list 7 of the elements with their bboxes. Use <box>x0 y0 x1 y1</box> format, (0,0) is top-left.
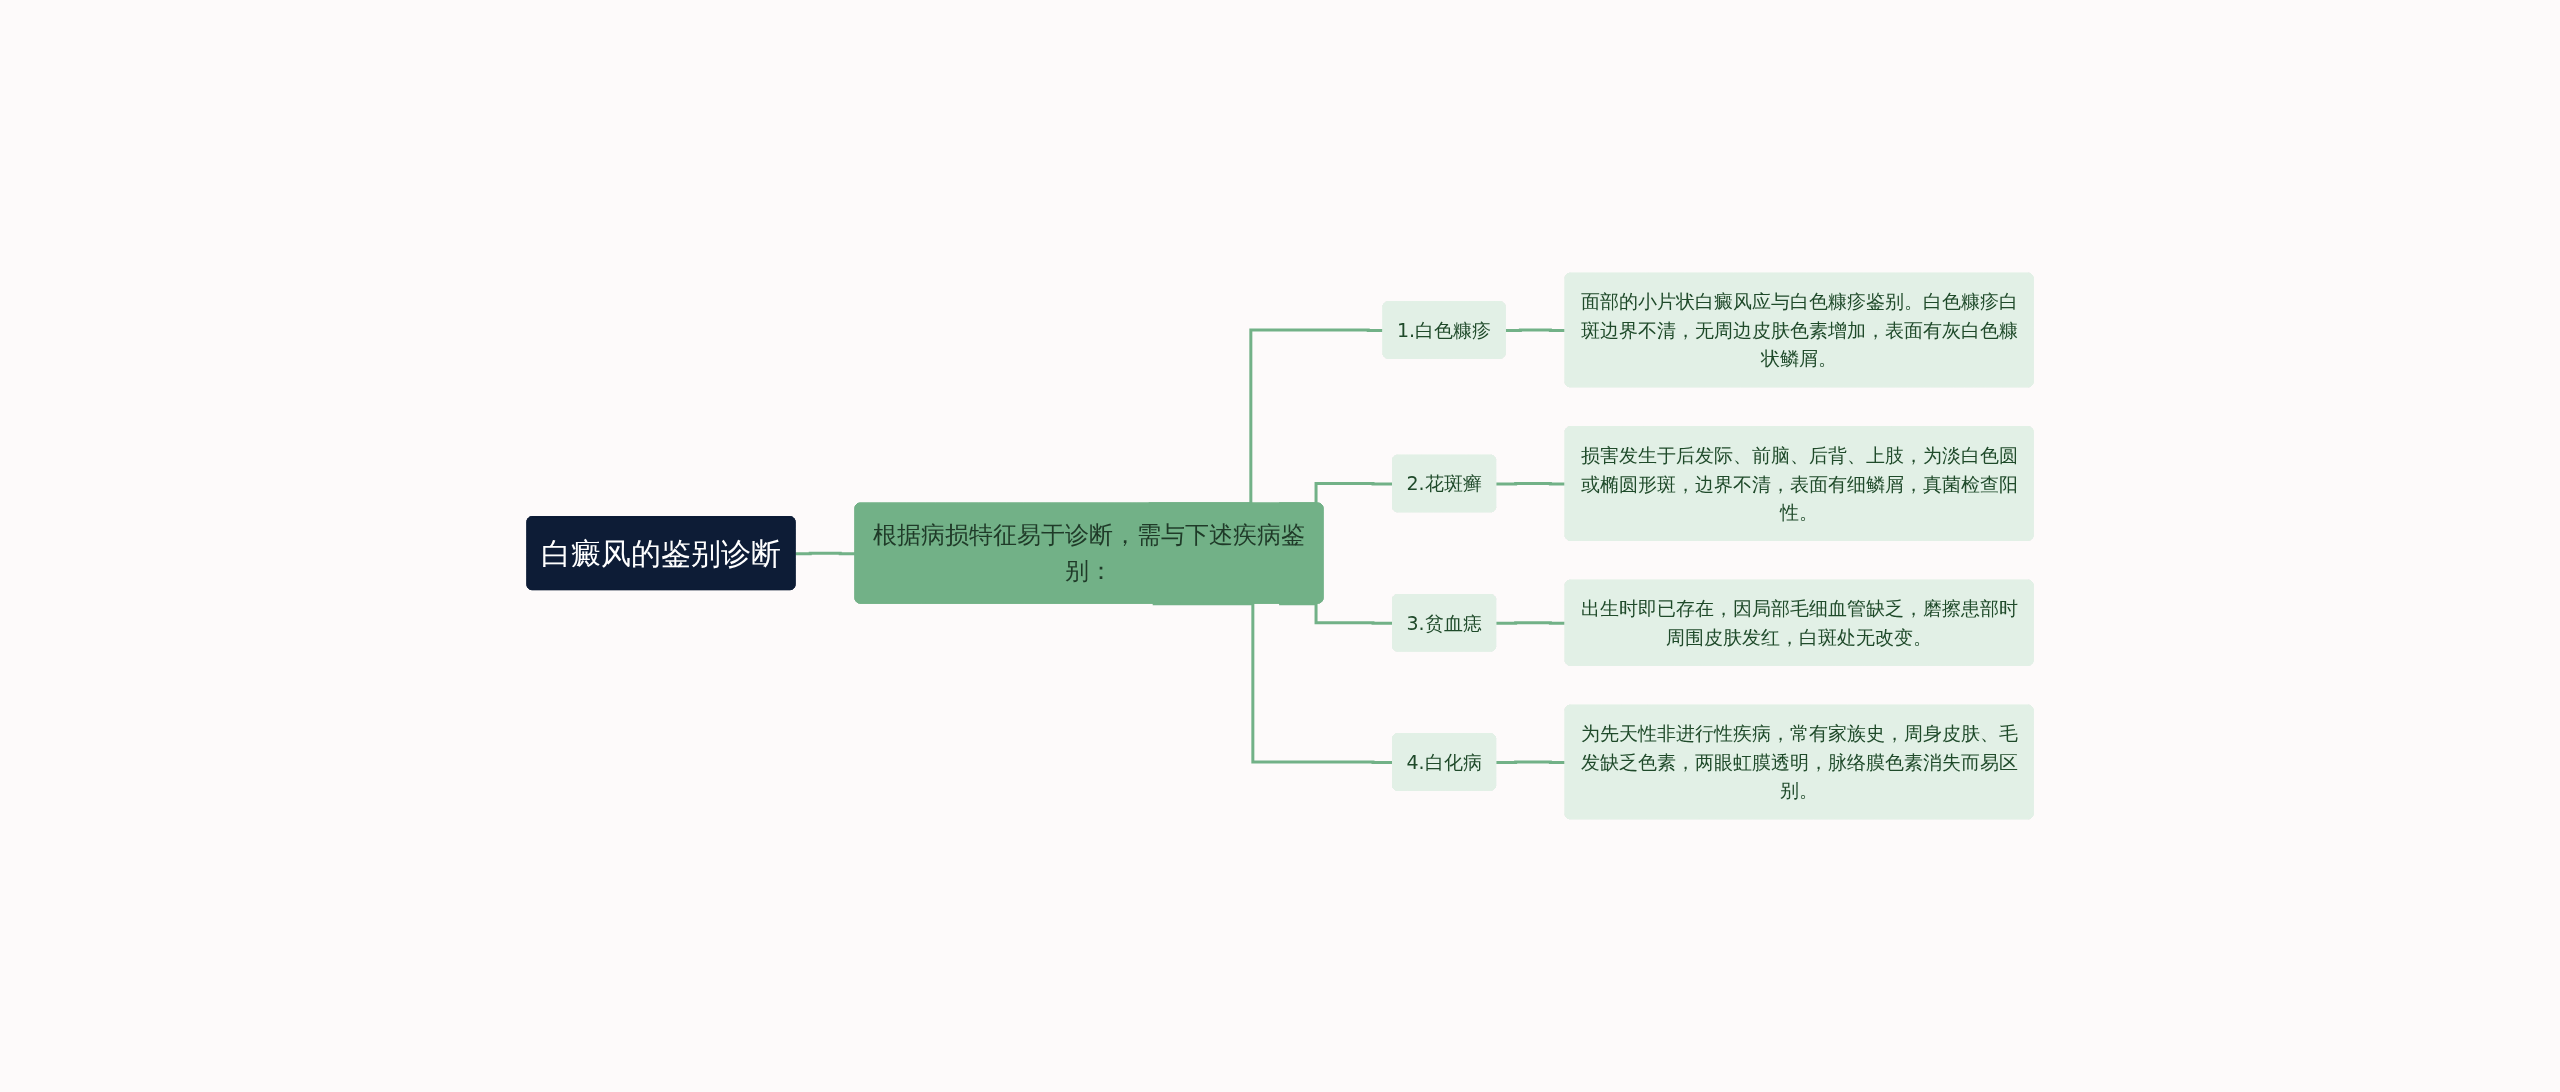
connector <box>1496 621 1566 625</box>
connector <box>795 551 856 556</box>
connector <box>1496 482 1566 486</box>
connector <box>1496 760 1566 764</box>
connector <box>1279 602 1393 625</box>
connector <box>1152 602 1393 764</box>
connector <box>1505 328 1566 332</box>
